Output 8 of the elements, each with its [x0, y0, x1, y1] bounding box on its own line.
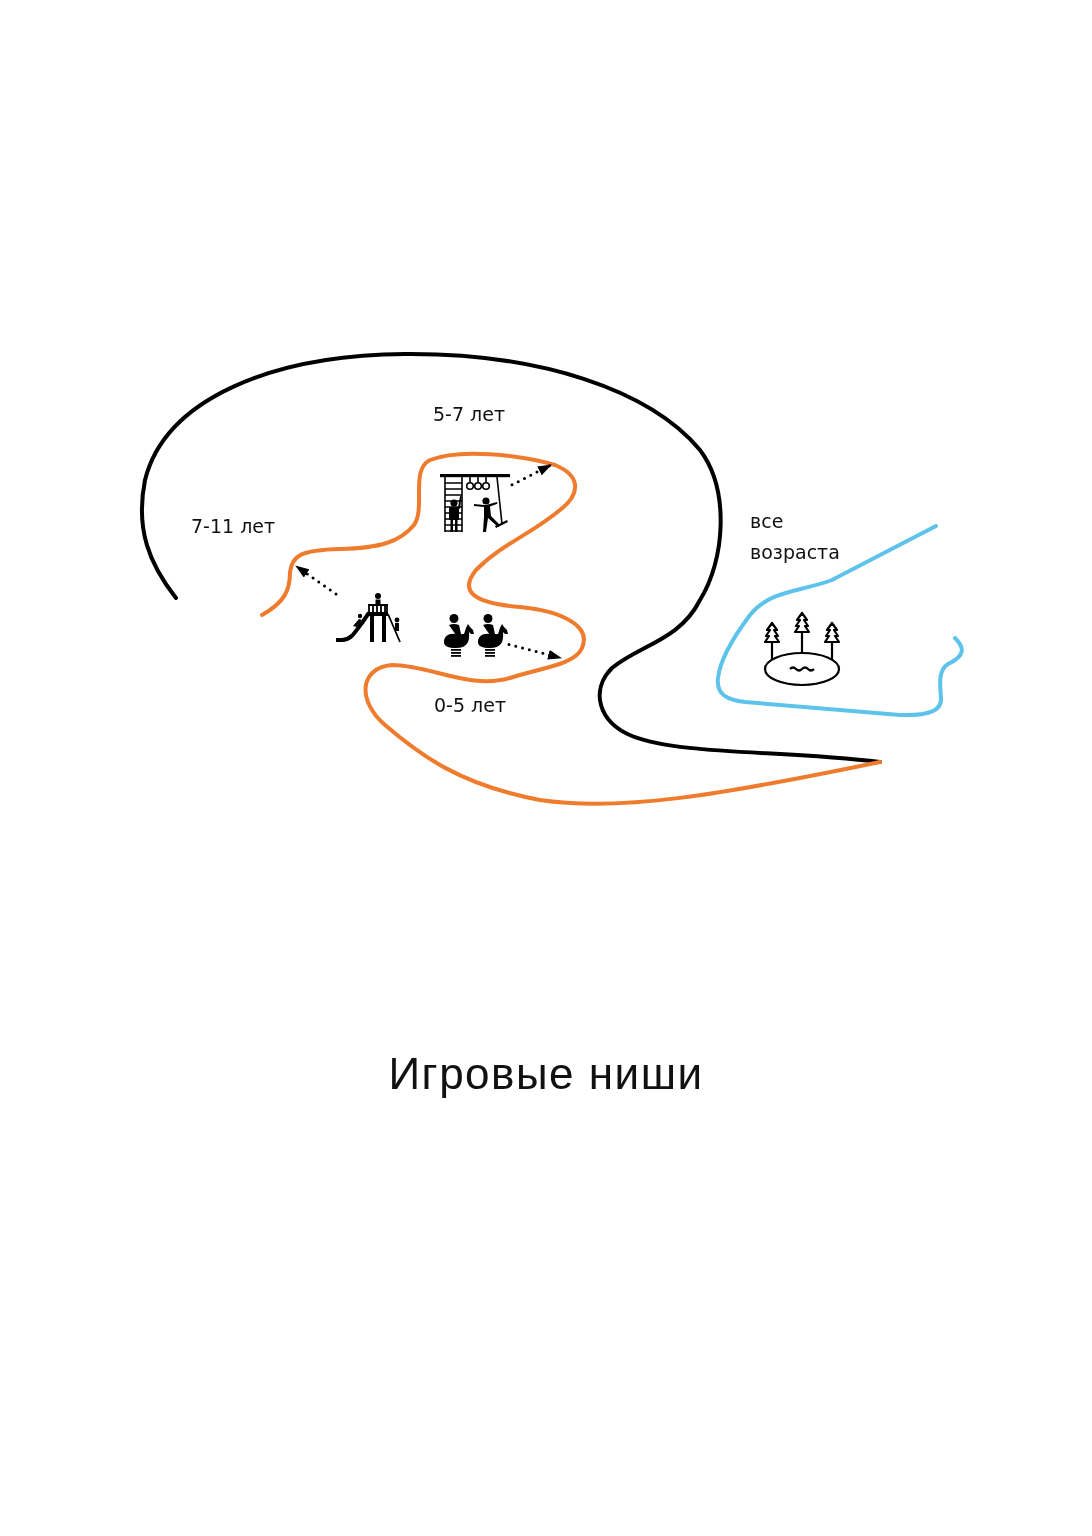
zone-label: все возраста — [750, 509, 841, 565]
zone-label: 0-5 лет — [434, 693, 506, 718]
slide-icon — [336, 592, 402, 642]
spring-rider-icon — [443, 614, 509, 658]
diagram-title: Игровые ниши — [387, 1048, 705, 1100]
climbing-frame-icon — [440, 474, 512, 532]
zone-label: 5-7 лет — [433, 402, 505, 427]
zone-label: 7-11 лет — [191, 514, 276, 539]
